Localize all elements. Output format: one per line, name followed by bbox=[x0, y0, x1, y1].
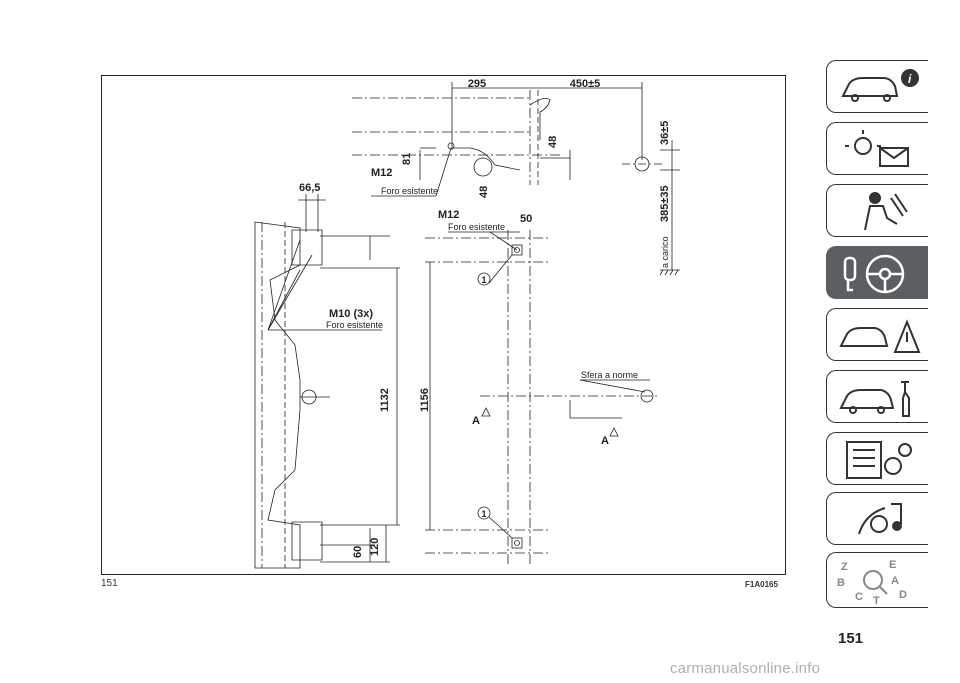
dim-48-top: 48 bbox=[547, 136, 559, 148]
dim-36: 36±5 bbox=[659, 121, 671, 145]
label-sfera-a-norme: Sfera a norme bbox=[581, 370, 638, 380]
dim-120: 120 bbox=[369, 538, 381, 556]
watermark: carmanualsonline.info bbox=[670, 660, 821, 677]
tow-hitch-drawing: 295 450±5 48 36±5 81 M12 48 385±35 66,5 … bbox=[254, 78, 680, 569]
tab-maintenance[interactable] bbox=[826, 370, 928, 423]
label-m10: M10 (3x) bbox=[329, 308, 373, 320]
figure-number: 151 bbox=[101, 578, 118, 589]
dim-66-5: 66,5 bbox=[299, 182, 320, 194]
dim-1156: 1156 bbox=[419, 388, 431, 412]
label-m12-mid: M12 bbox=[438, 209, 459, 221]
index-letter-b: B bbox=[837, 577, 845, 589]
dim-385: 385±35 bbox=[659, 185, 671, 222]
section-a-right: A bbox=[601, 435, 609, 447]
safety-seatbelt-icon bbox=[864, 192, 908, 231]
label-m12-top: M12 bbox=[371, 167, 392, 179]
tab-index[interactable]: Z E B A C D T bbox=[826, 552, 928, 608]
callout-1-bottom: 1 bbox=[481, 509, 486, 519]
callout-1-top: 1 bbox=[481, 275, 486, 285]
index-letter-e: E bbox=[889, 559, 896, 571]
label-a-carico: a carico bbox=[660, 236, 670, 268]
tab-car-info[interactable]: i bbox=[826, 60, 928, 113]
index-letter-c: C bbox=[855, 591, 863, 603]
page-number: 151 bbox=[838, 630, 864, 647]
dim-50: 50 bbox=[520, 213, 532, 225]
svg-text:i: i bbox=[908, 72, 912, 86]
dashboard-warning-icon bbox=[845, 130, 909, 167]
index-letter-z: Z bbox=[841, 561, 848, 573]
dim-60: 60 bbox=[352, 546, 364, 558]
figure-frame: 295 450±5 48 36±5 81 M12 48 385±35 66,5 … bbox=[101, 75, 786, 575]
multimedia-icon bbox=[858, 503, 902, 535]
label-foro-esistente-3: Foro esistente bbox=[326, 320, 383, 330]
dim-48-mid: 48 bbox=[478, 186, 490, 198]
tab-multimedia[interactable] bbox=[826, 492, 928, 545]
dim-81: 81 bbox=[401, 153, 413, 165]
key-steering-wheel-icon bbox=[843, 254, 905, 294]
section-a-left: A bbox=[472, 415, 480, 427]
dim-450: 450±5 bbox=[570, 78, 601, 90]
label-foro-esistente-2: Foro esistente bbox=[448, 222, 505, 232]
car-info-icon: i bbox=[841, 69, 919, 102]
index-letter-d: D bbox=[899, 589, 907, 601]
car-emergency-icon bbox=[839, 319, 921, 353]
figure-code: F1A0165 bbox=[745, 580, 778, 589]
dim-1132: 1132 bbox=[379, 388, 391, 412]
technical-data-icon bbox=[846, 441, 912, 479]
tab-dashboard-warning[interactable] bbox=[826, 122, 928, 175]
alphabetical-index-icon: Z E B A C D T bbox=[837, 559, 907, 606]
car-maintenance-icon bbox=[839, 381, 910, 417]
tab-starting-driving[interactable] bbox=[826, 246, 928, 299]
index-letter-t: T bbox=[873, 595, 880, 606]
index-letter-a: A bbox=[891, 575, 899, 587]
tab-emergency[interactable] bbox=[826, 308, 928, 361]
dim-295: 295 bbox=[468, 78, 486, 90]
tab-technical-data[interactable] bbox=[826, 432, 928, 485]
tab-safety[interactable] bbox=[826, 184, 928, 237]
label-foro-esistente-1: Foro esistente bbox=[381, 186, 438, 196]
